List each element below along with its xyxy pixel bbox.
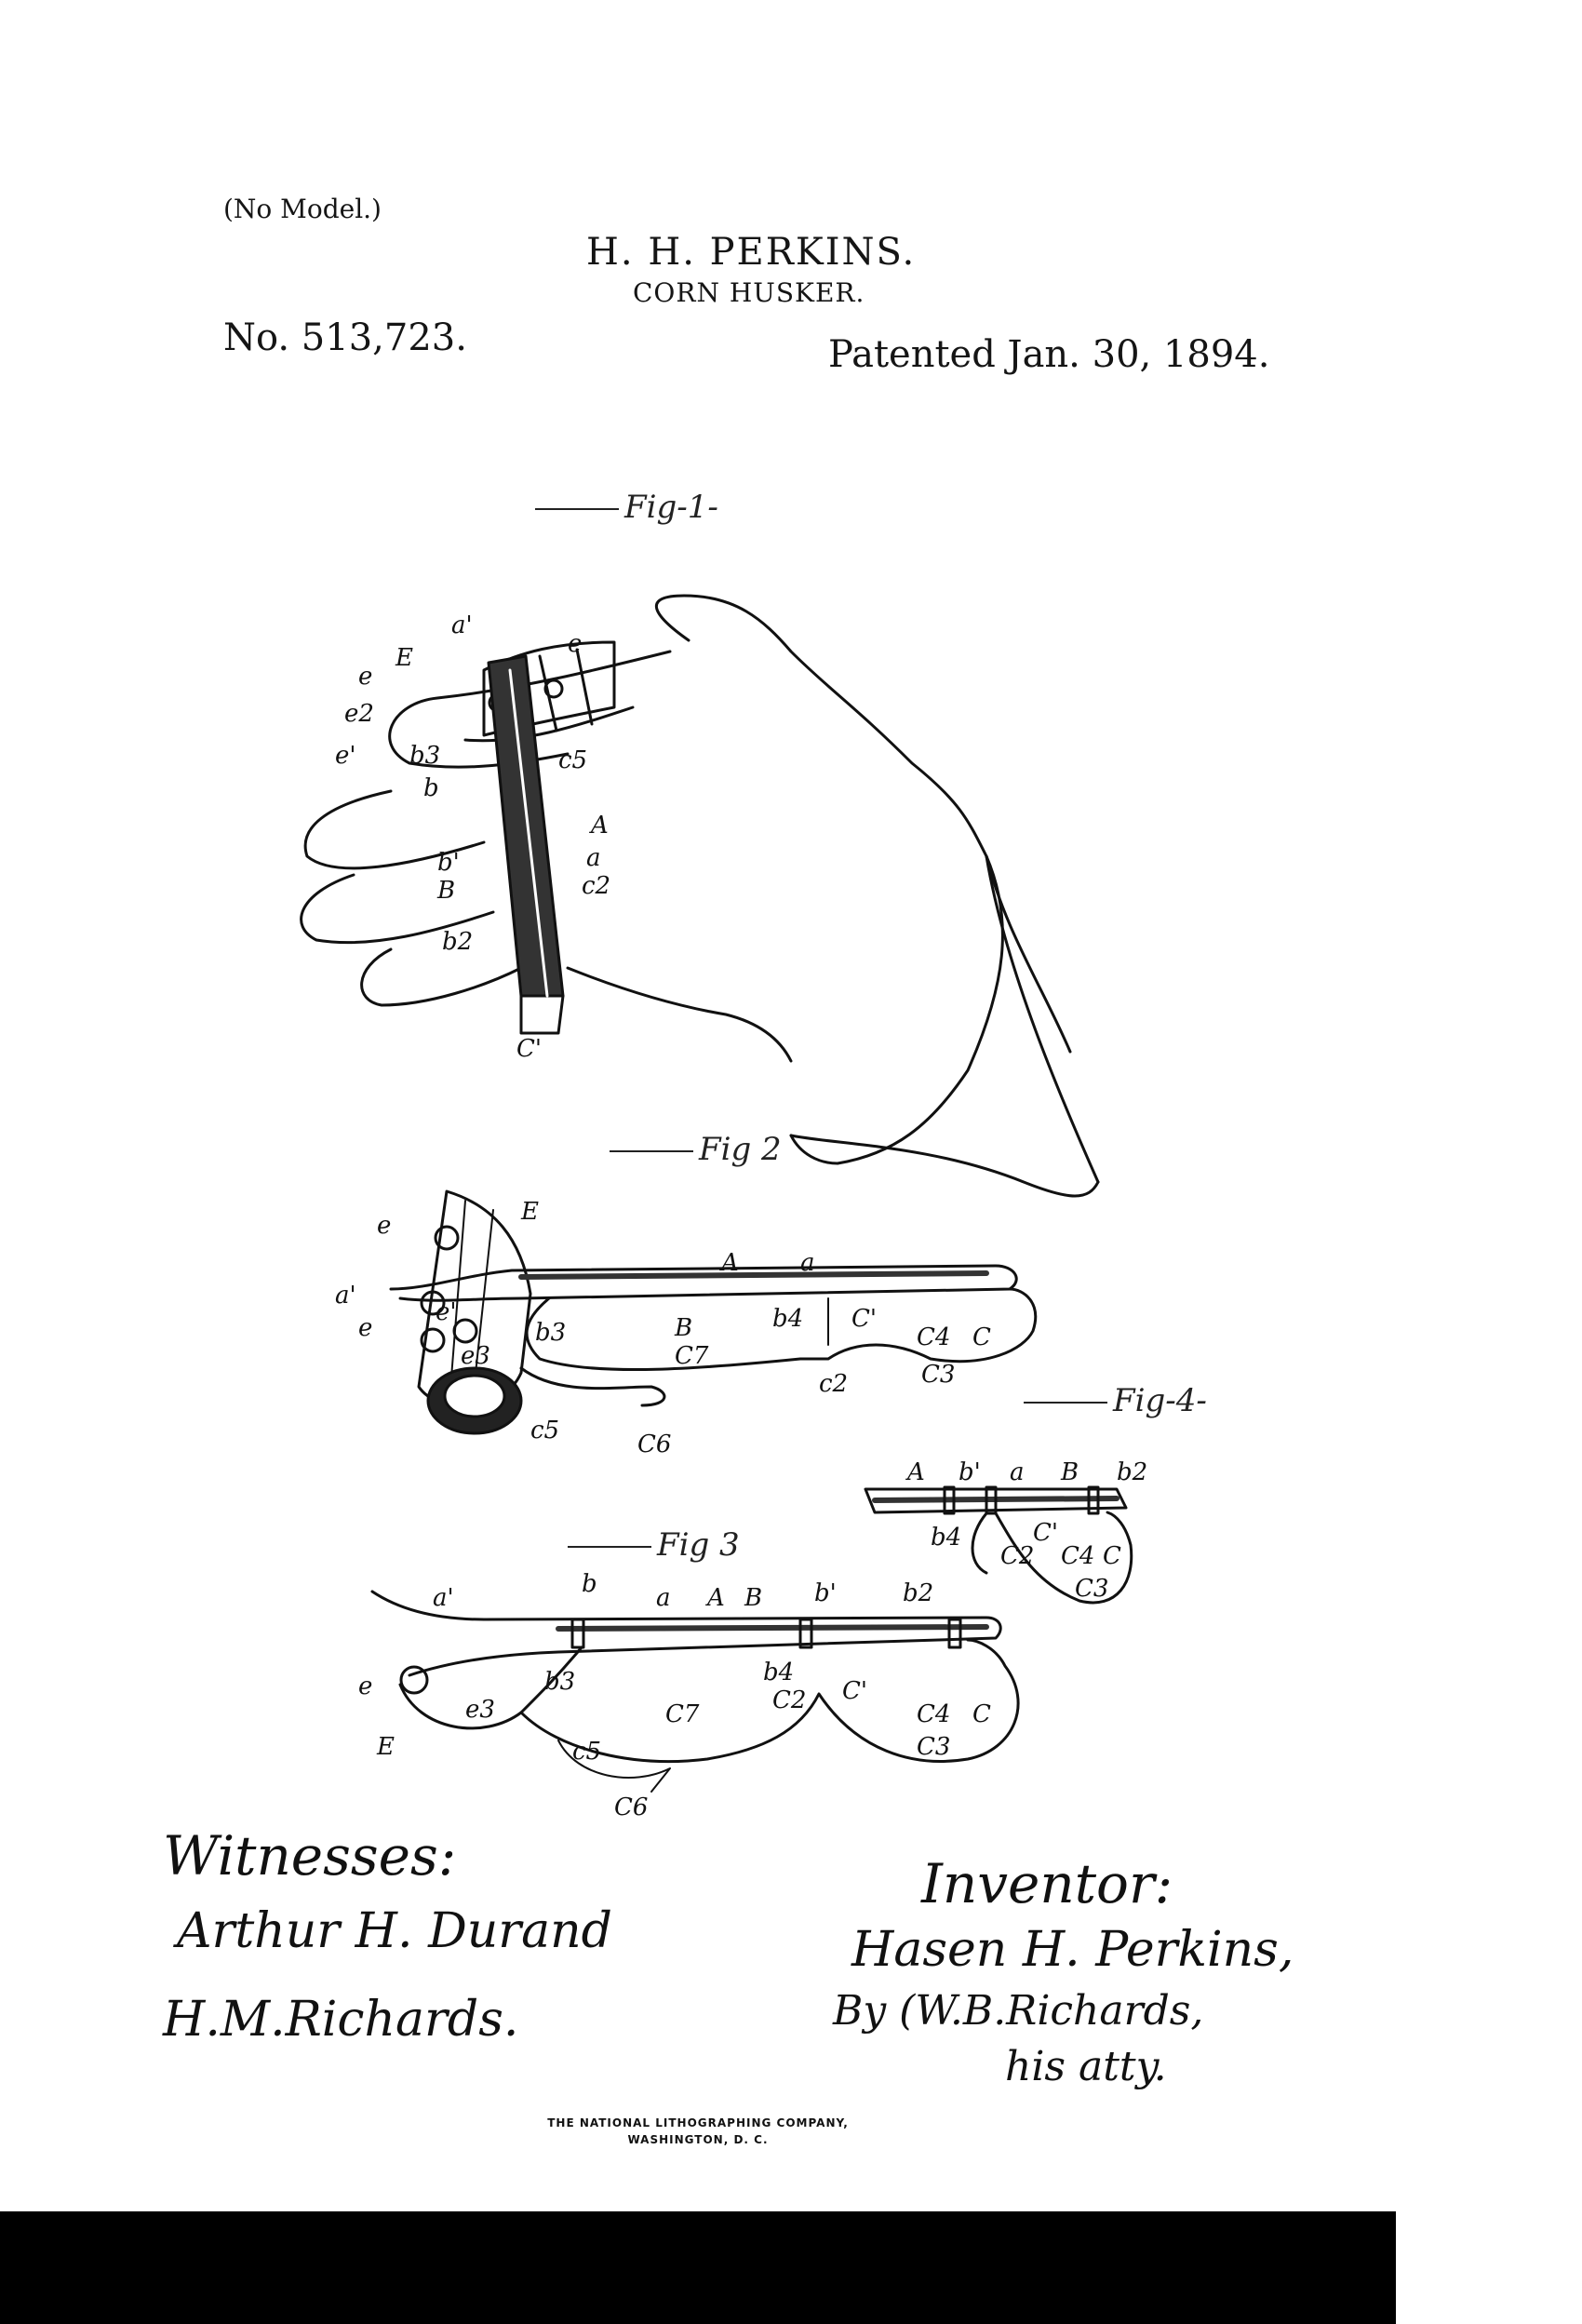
fig4-ref-A: A <box>905 1458 925 1486</box>
fig3-drawing <box>370 1590 1020 1793</box>
fig4-ref-B: B <box>1060 1458 1079 1486</box>
fig2-ref-C6: C6 <box>637 1431 671 1458</box>
fig1-ref-e-right: e <box>568 630 582 658</box>
inventor-name: H. H. PERKINS. <box>586 231 917 274</box>
fig1-ref-E: E <box>395 644 413 672</box>
fig2-ref-a1: a' <box>335 1282 356 1310</box>
fig3-ref-C1: C' <box>842 1677 867 1705</box>
fig4-drawing <box>864 1485 1133 1605</box>
reference-letters: a' E e e e2 e' b3 c5 b A b' a c2 B b2 C'… <box>335 611 1147 1821</box>
patent-date: Patented Jan. 30, 1894. <box>828 333 1270 376</box>
fig1-ref-A: A <box>589 812 609 840</box>
fig1-label: Fig-1- <box>535 489 718 526</box>
fig3-ref-C7: C7 <box>665 1700 700 1728</box>
lithographer-imprint: THE NATIONAL LITHOGRAPHING COMPANY, WASH… <box>0 2115 1396 2148</box>
fig3-ref-A: A <box>705 1584 725 1612</box>
fig2-ref-C4: C4 <box>917 1323 950 1351</box>
invention-title: CORN HUSKER. <box>633 277 865 308</box>
fig4-label: Fig-4- <box>1024 1382 1207 1419</box>
fig3-ref-a: a <box>656 1584 671 1612</box>
fig4-ref-C2: C2 <box>1000 1542 1034 1570</box>
fig3-ref-C2: C2 <box>772 1686 806 1714</box>
fig3-ref-E: E <box>376 1733 395 1761</box>
fig3-ref-e: e <box>358 1672 372 1700</box>
fig4-ref-b1: b' <box>959 1458 981 1486</box>
fig1-ref-a1: a' <box>451 611 473 639</box>
fig3-ref-C3: C3 <box>917 1733 950 1761</box>
fig4-ref-C3: C3 <box>1075 1575 1108 1603</box>
inventor-label: Inventor: <box>921 1852 1173 1915</box>
fig1-hand-drawing <box>300 594 1100 1198</box>
fig1-ref-b2: b2 <box>442 928 473 956</box>
fig2-ref-b4: b4 <box>772 1305 803 1333</box>
fig2-ref-C1: C' <box>851 1305 877 1333</box>
fig1-ref-b1: b' <box>437 849 460 877</box>
patent-drawings: a' E e e e2 e' b3 c5 b A b' a c2 B b2 C'… <box>300 594 1147 1821</box>
fig2-label: Fig 2 <box>610 1131 782 1168</box>
no-model-note: (No Model.) <box>223 194 382 224</box>
fig3-ref-b: b <box>582 1570 597 1598</box>
fig2-drawing <box>389 1189 1038 1435</box>
witnesses-label: Witnesses: <box>163 1824 457 1887</box>
fig2-ref-C3: C3 <box>921 1361 955 1389</box>
fig2-ref-C: C <box>972 1323 991 1351</box>
fig2-ref-e1: e' <box>436 1298 457 1326</box>
fig3-ref-e3: e3 <box>465 1696 495 1724</box>
fig1-ref-e-left: e <box>358 663 372 691</box>
fig2-ref-e-top: e <box>377 1212 391 1240</box>
attorney-role: his atty. <box>1005 2043 1167 2090</box>
fig1-ref-e1: e' <box>335 742 356 770</box>
fig1-ref-b: b <box>423 774 439 802</box>
fig4-ref-C: C <box>1103 1542 1121 1570</box>
fig4-ref-C1: C' <box>1033 1519 1058 1547</box>
witness-signature-2: H.M.Richards. <box>163 1992 519 2048</box>
fig1-husker-tool <box>482 640 616 1035</box>
fig3-ref-b2: b2 <box>903 1579 933 1607</box>
fig1-ref-C1: C' <box>516 1035 542 1063</box>
inventor-signature: Hasen H. Perkins, <box>851 1922 1294 1978</box>
fig2-ref-C7: C7 <box>675 1342 709 1370</box>
fig3-label: Fig 3 <box>568 1526 740 1564</box>
fig1-ref-b3: b3 <box>409 742 440 770</box>
fig4-ref-C4: C4 <box>1061 1542 1094 1570</box>
lithographer-line-1: THE NATIONAL LITHOGRAPHING COMPANY, <box>547 2116 849 2129</box>
fig2-ref-b3: b3 <box>535 1319 566 1347</box>
fig1-ref-c2: c2 <box>582 872 610 900</box>
fig2-ref-B: B <box>674 1314 692 1342</box>
attorney-signature: By (W.B.Richards, <box>833 1987 1204 2035</box>
fig1-ref-B: B <box>436 877 455 905</box>
fig1-ref-e2: e2 <box>344 700 374 728</box>
lithographer-line-2: WASHINGTON, D. C. <box>627 2133 769 2146</box>
witness-signature-1: Arthur H. Durand <box>177 1903 612 1959</box>
fig1-ref-c5: c5 <box>558 746 587 774</box>
fig4-ref-b2: b2 <box>1117 1458 1147 1486</box>
fig3-ref-C4: C4 <box>917 1700 950 1728</box>
fig3-ref-c5: c5 <box>572 1738 601 1766</box>
fig2-ref-e3: e3 <box>461 1342 490 1370</box>
fig3-ref-C: C <box>972 1700 991 1728</box>
fig2-ref-A: A <box>719 1249 739 1277</box>
fig3-ref-b3: b3 <box>544 1668 575 1696</box>
fig2-ref-c2: c2 <box>819 1370 848 1398</box>
fig1-ref-a: a <box>586 844 601 872</box>
fig4-ref-a: a <box>1010 1458 1025 1486</box>
fig2-ref-E: E <box>520 1198 539 1226</box>
fig4-ref-b4: b4 <box>931 1524 961 1552</box>
fig3-ref-b1: b' <box>814 1579 837 1607</box>
fig3-ref-B: B <box>744 1584 762 1612</box>
fig2-ref-e: e <box>358 1314 372 1342</box>
scan-edge-bar <box>0 2211 1396 2324</box>
patent-number: No. 513,723. <box>223 316 467 359</box>
fig3-ref-b4: b4 <box>763 1659 794 1686</box>
fig3-ref-a1: a' <box>433 1584 454 1612</box>
fig2-ref-c5: c5 <box>530 1417 559 1444</box>
fig3-ref-C6: C6 <box>614 1793 648 1821</box>
fig2-ref-a: a <box>800 1249 815 1277</box>
